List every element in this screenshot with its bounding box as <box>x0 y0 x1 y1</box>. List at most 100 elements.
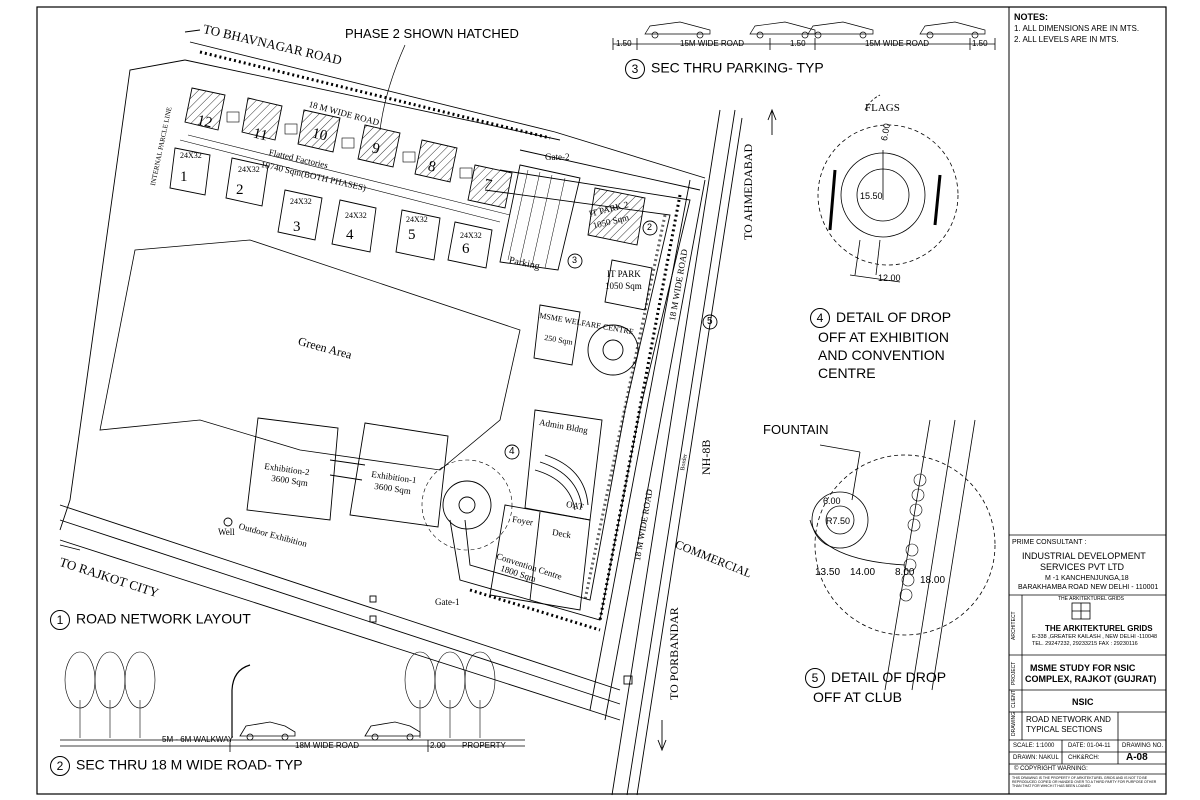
tb-firm-address-2: TEL. 29247232, 29233215 FAX : 29230116 <box>1032 641 1138 647</box>
tree-icons <box>64 651 496 738</box>
title-1-text: ROAD NETWORK LAYOUT <box>76 610 251 627</box>
site-plan <box>59 29 777 796</box>
det5-d2: 14.00 <box>850 567 876 578</box>
tb-scale: SCALE: 1:1000 <box>1013 743 1055 749</box>
plot-size-5: 24X32 <box>406 215 428 224</box>
internal-road <box>449 169 691 621</box>
plot-2: 2 <box>236 182 244 198</box>
title-2-number: 2 <box>50 756 70 776</box>
tb-drawing-2: TYPICAL SECTIONS <box>1026 725 1103 734</box>
car-icons <box>644 21 986 39</box>
plot-size-4: 24X32 <box>345 211 367 220</box>
sec3-road-1: 15M WIDE ROAD <box>680 39 745 48</box>
detail-5-dropoff <box>809 419 996 691</box>
it-park-2 <box>587 187 646 246</box>
label-it-park-area: 1050 Sqm <box>605 281 642 291</box>
tb-client-label: CLIENT <box>1011 690 1017 708</box>
title-4-line1: DETAIL OF DROP <box>836 309 952 325</box>
title-5-line1: DETAIL OF DROP <box>831 669 947 685</box>
label-porbandar: TO PORBANDAR <box>667 607 681 700</box>
green-area <box>99 239 521 471</box>
det5-r1: 6.00 <box>823 496 841 506</box>
sec3-road-2: 15M WIDE ROAD <box>865 39 930 48</box>
dropoff-5-circle <box>587 324 639 376</box>
sec3-dim-1: 1.50 <box>616 39 632 48</box>
det5-fountain: FOUNTAIN <box>763 422 829 437</box>
sec3-dim-3: 1.50 <box>972 39 988 48</box>
plot-size-3: 24X32 <box>290 197 312 206</box>
tb-consultant-2: SERVICES PVT LTD <box>1040 562 1125 572</box>
exhibition-2 <box>246 417 339 521</box>
exhibition-1 <box>349 422 449 528</box>
tb-project-2: COMPLEX, RAJKOT (GUJRAT) <box>1025 674 1157 684</box>
det5-d4: 18.00 <box>920 575 946 586</box>
site-boundary <box>59 59 186 531</box>
phase2-leader <box>379 44 406 131</box>
tb-project-1: MSME STUDY FOR NSIC <box>1030 663 1136 673</box>
title-4-number: 4 <box>810 308 830 329</box>
title-5-line2: OFF AT CLUB <box>813 689 902 706</box>
bhavnagar-road-edge <box>189 41 556 133</box>
tb-copyright: © COPYRIGHT WARNING: <box>1014 766 1088 772</box>
notes-title: NOTES: <box>1014 12 1049 22</box>
sec3-dim-2: 1.50 <box>790 39 806 48</box>
titleblock-grid <box>1009 534 1166 775</box>
callout-2: 2 <box>647 222 653 232</box>
tb-consultant-1: INDUSTRIAL DEVELOPMENT <box>1022 551 1146 561</box>
section-2-road <box>60 651 525 752</box>
tb-checked: CHK&RCH: <box>1068 755 1100 761</box>
it-park <box>604 259 653 311</box>
det4-radius: 15.50 <box>860 191 883 201</box>
tree-row-north <box>199 50 551 140</box>
tb-drawing-1: ROAD NETWORK AND <box>1026 715 1111 724</box>
title-2: 2 SEC THRU 18 M WIDE ROAD- TYP <box>50 756 303 776</box>
det4-bottom: 12.00 <box>878 273 901 283</box>
tb-address-1: M -1 KANCHENJUNGA,18 <box>1045 575 1129 582</box>
street-light-icon <box>231 664 251 738</box>
callout-4: 4 <box>509 446 515 457</box>
plot-size-6: 24X32 <box>460 231 482 240</box>
detail-4-dropoff <box>817 94 959 283</box>
label-it-park: IT PARK <box>607 269 641 279</box>
title-1: 1 ROAD NETWORK LAYOUT <box>50 610 251 630</box>
tb-firm-address-1: E-338 ,GREATER KAILASH , NEW DELHI -1100… <box>1032 634 1158 640</box>
title-1-number: 1 <box>50 610 70 630</box>
tb-drawing-no: A-08 <box>1126 752 1148 763</box>
tb-client: NSIC <box>1072 697 1094 707</box>
tb-date: DATE: 01-04-11 <box>1068 743 1111 749</box>
parking-block <box>499 164 581 271</box>
tb-architect-label: ARCHITECT <box>1011 611 1017 640</box>
sec2-walkway: 5M - 6M WALKWAY <box>162 735 234 744</box>
sec2-property: PROPERTY <box>462 741 506 750</box>
plot-1: 1 <box>180 169 188 185</box>
label-well: Well <box>218 527 235 537</box>
tree-row-south <box>469 588 601 632</box>
sec2-road: 18M WIDE ROAD <box>295 741 360 750</box>
plot-3: 3 <box>293 219 301 235</box>
callout-3: 3 <box>572 255 578 265</box>
nh8b-edge-left <box>611 109 721 796</box>
label-gate1: Gate-1 <box>435 597 460 607</box>
label-nh8b: NH-8B <box>699 439 713 475</box>
rajkot-road-edge1 <box>59 504 621 691</box>
flatted-factories <box>184 87 513 209</box>
sheet-border <box>36 6 1167 795</box>
admin-building <box>524 409 603 521</box>
club-trees <box>899 473 927 602</box>
msme-welfare <box>533 304 581 366</box>
tb-firm-small: THE ARKITEKTUREL GRIDS <box>1058 596 1124 602</box>
title-3-number: 3 <box>625 59 645 79</box>
title-2-text: SEC THRU 18 M WIDE ROAD- TYP <box>76 756 303 773</box>
tb-address-2: BARAKHAMBA ROAD NEW DELHI - 110001 <box>1018 584 1159 591</box>
det5-d3: 8.00 <box>895 567 915 578</box>
sec2-dim: 2.00 <box>430 741 446 750</box>
tb-fine-print: THIS DRAWING IS THE PROPERTY OF ARKITEKT… <box>1012 776 1157 789</box>
tb-drawn: DRAWN: NAKUL <box>1013 755 1059 761</box>
det5-d1: 13.50 <box>815 567 841 578</box>
title-4-line2: OFF AT EXHIBITION <box>818 329 949 346</box>
label-phase2: PHASE 2 SHOWN HATCHED <box>345 26 519 41</box>
